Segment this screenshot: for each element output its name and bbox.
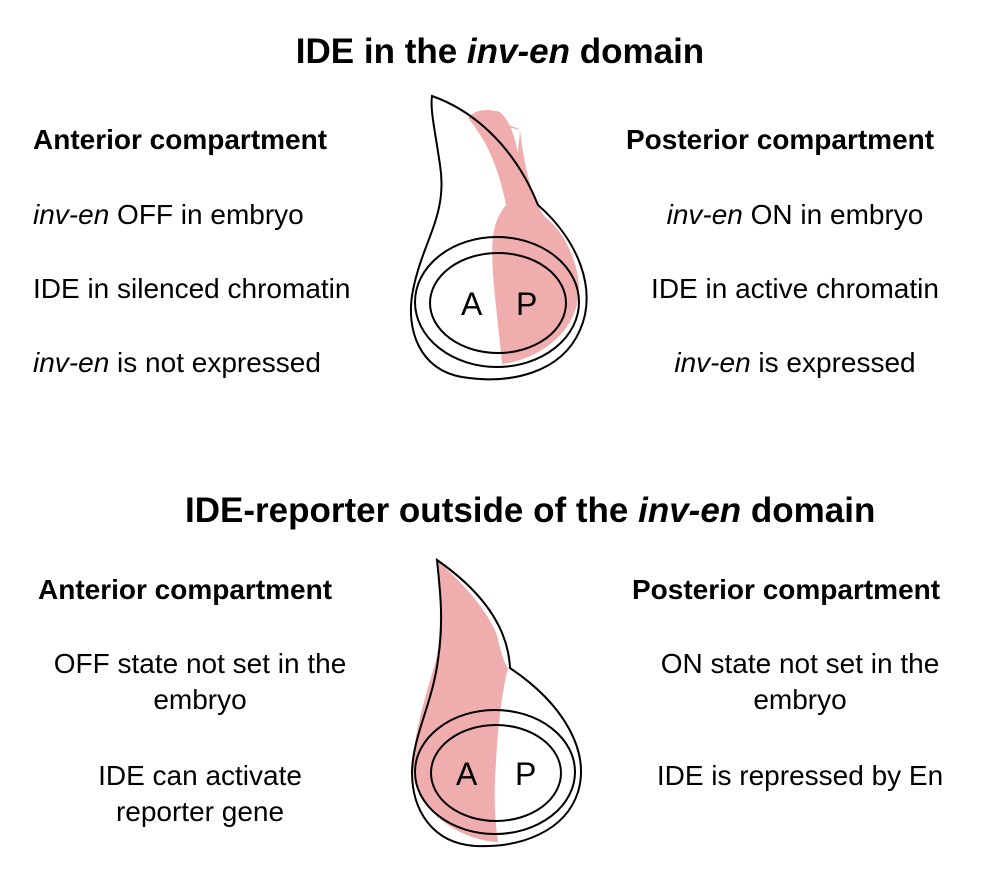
- top-disc-outer-ring: [414, 236, 580, 368]
- top-title: IDE in the inv-en domain: [0, 32, 1000, 72]
- top-disc-label-a: A: [461, 286, 483, 322]
- top-anterior-line-3-italic: inv-en: [33, 347, 110, 378]
- top-anterior-line-1-italic: inv-en: [33, 199, 110, 230]
- top-posterior-line-3-italic: inv-en: [674, 347, 751, 378]
- bottom-disc-label-a: A: [456, 756, 478, 792]
- top-title-pre: IDE in the: [295, 32, 467, 71]
- top-posterior-line-1: inv-en ON in embryo: [626, 197, 964, 233]
- bottom-anterior-para-1: OFF state not set in the embryo: [38, 646, 362, 718]
- bottom-anterior-para-2-line-2: reporter gene: [115, 796, 285, 827]
- bottom-posterior-para-2: IDE is repressed by En: [656, 760, 944, 791]
- bottom-anterior-para-1-line-2: embryo: [153, 684, 247, 715]
- top-posterior-line-3: inv-en is expressed: [626, 345, 964, 381]
- top-disc-label-p: P: [516, 286, 538, 322]
- bottom-anterior-para-1-line-1: OFF state not set in the: [53, 648, 347, 679]
- top-anterior-line-3-rest: is not expressed: [109, 347, 321, 378]
- bottom-title-post: domain: [741, 491, 876, 530]
- top-title-post: domain: [570, 32, 705, 71]
- top-posterior-line-2: IDE in active chromatin: [651, 273, 939, 304]
- top-anterior-heading: Anterior compartment: [33, 124, 328, 155]
- top-anterior-line-1: inv-en OFF in embryo: [33, 197, 304, 233]
- bottom-disc-inner-ring: [430, 724, 562, 822]
- bottom-anterior-para-2: IDE can activate reporter gene: [38, 758, 362, 830]
- top-disc-outline: [409, 94, 588, 381]
- bottom-title-pre: IDE-reporter outside of the: [185, 491, 639, 530]
- top-anterior-line-1-rest: OFF in embryo: [109, 199, 304, 230]
- bottom-imaginal-disc: [410, 557, 582, 848]
- top-posterior-heading: Posterior compartment: [626, 124, 935, 155]
- top-anterior-line-3: inv-en is not expressed: [33, 345, 321, 381]
- top-disc-inner-ring: [429, 252, 567, 354]
- bottom-posterior-para-1: ON state not set in the embryo: [632, 646, 968, 718]
- bottom-posterior-para-1-line-1: ON state not set in the: [660, 648, 940, 679]
- bottom-disc-outer-ring: [414, 709, 576, 835]
- bottom-disc-outline: [410, 557, 582, 848]
- bottom-disc-label-p: P: [515, 756, 537, 792]
- top-title-italic: inv-en: [466, 32, 570, 71]
- bottom-anterior-heading: Anterior compartment: [38, 574, 333, 605]
- bottom-disc-pink-region: [413, 560, 508, 842]
- top-posterior-line-1-rest: ON in embryo: [742, 199, 924, 230]
- top-posterior-line-1-italic: inv-en: [666, 199, 743, 230]
- bottom-anterior-para-2-line-1: IDE can activate: [98, 760, 302, 791]
- bottom-title: IDE-reporter outside of the inv-en domai…: [185, 491, 875, 531]
- bottom-posterior-para-1-line-2: embryo: [753, 684, 847, 715]
- top-imaginal-disc: [409, 94, 588, 381]
- top-anterior-line-2: IDE in silenced chromatin: [33, 273, 351, 304]
- top-disc-pink-region-upper: [468, 110, 521, 205]
- bottom-title-italic: inv-en: [638, 491, 742, 530]
- bottom-posterior-heading: Posterior compartment: [632, 574, 941, 605]
- top-posterior-line-3-rest: is expressed: [750, 347, 916, 378]
